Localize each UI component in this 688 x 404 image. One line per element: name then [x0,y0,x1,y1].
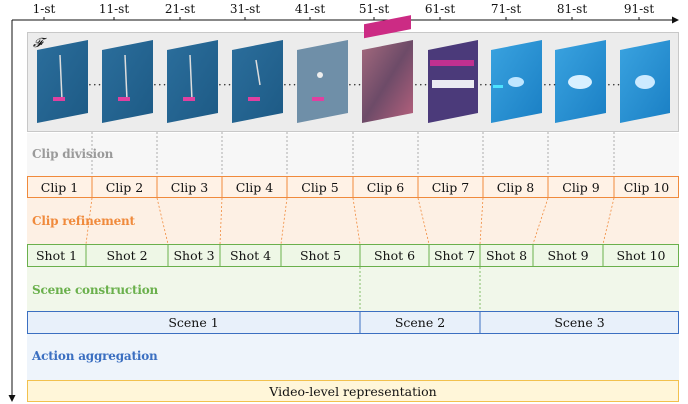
scene-construction-band [27,267,679,311]
clip-division-label: Clip division [32,147,114,161]
scene-row [27,311,679,334]
clip-refinement-label: Clip refinement [32,214,135,228]
video-representation-row [27,380,679,402]
clip-5: Clip 5 [301,179,339,195]
frame-9 [555,40,606,123]
shot-10: Shot 10 [616,248,666,263]
scene-3: Scene 3 [554,315,605,330]
tick-label-1: 1-st [32,2,56,16]
tick-label-21: 21-st [164,2,196,16]
video-representation-label: Video-level representation [269,383,437,399]
tick-label-41: 41-st [294,2,326,16]
ellipsis-6: ··· [414,78,429,92]
clip-10: Clip 10 [623,179,670,195]
shot-3: Shot 3 [173,248,215,263]
clip-division-band [27,133,679,176]
ellipsis-9: ··· [607,78,622,92]
scene-1: Scene 1 [168,315,219,330]
clip-3: Clip 3 [170,179,209,195]
clip-6: Clip 6 [366,179,405,195]
clip-1: Clip 1 [40,179,79,195]
frame-6 [362,15,413,123]
clip-2: Clip 2 [105,179,144,195]
shot-9: Shot 9 [547,248,589,263]
frame-4 [232,40,283,123]
ellipsis-4: ··· [283,78,298,92]
action-aggregation-band [27,334,679,380]
action-aggregation-label: Action aggregation [32,349,158,363]
tick-label-61: 61-st [424,2,456,16]
shot-5: Shot 5 [299,248,342,263]
ellipsis-2: ··· [153,78,168,92]
shot-1: Shot 1 [35,248,78,263]
clip-8: Clip 8 [496,179,535,195]
tick-label-31: 31-st [229,2,261,16]
shot-8: Shot 8 [485,248,528,263]
frames-label: 𝓕 [33,36,43,51]
clip-9: Clip 9 [562,179,600,195]
tick-label-51: 51-st [358,2,390,16]
frame-8 [491,40,542,123]
shot-4: Shot 4 [229,248,272,263]
ellipsis-8: ··· [543,78,558,92]
frame-2 [102,40,153,123]
tick-label-11: 11-st [98,2,130,16]
ellipsis-5: ··· [348,78,363,92]
tick-label-81: 81-st [556,2,588,16]
ellipsis-1: ··· [88,78,103,92]
tick-marks [43,17,640,20]
shot-2: Shot 2 [106,248,148,263]
frame-thumbnails [37,15,670,123]
shot-row [27,244,679,267]
clip-4: Clip 4 [235,179,274,195]
frame-7 [428,40,478,123]
clip-7: Clip 7 [431,179,470,195]
frame-3 [167,40,218,123]
frame-1 [37,40,88,123]
scene-construction-label: Scene construction [32,283,159,297]
ellipsis-7: ··· [479,78,494,92]
frame-10 [620,40,670,123]
ellipsis-3: ··· [218,78,233,92]
frame-5 [297,40,348,123]
tick-label-71: 71-st [490,2,522,16]
shot-6: Shot 6 [373,248,416,263]
scene-2: Scene 2 [394,315,446,330]
shot-7: Shot 7 [433,248,476,263]
tick-label-91: 91-st [623,2,655,16]
